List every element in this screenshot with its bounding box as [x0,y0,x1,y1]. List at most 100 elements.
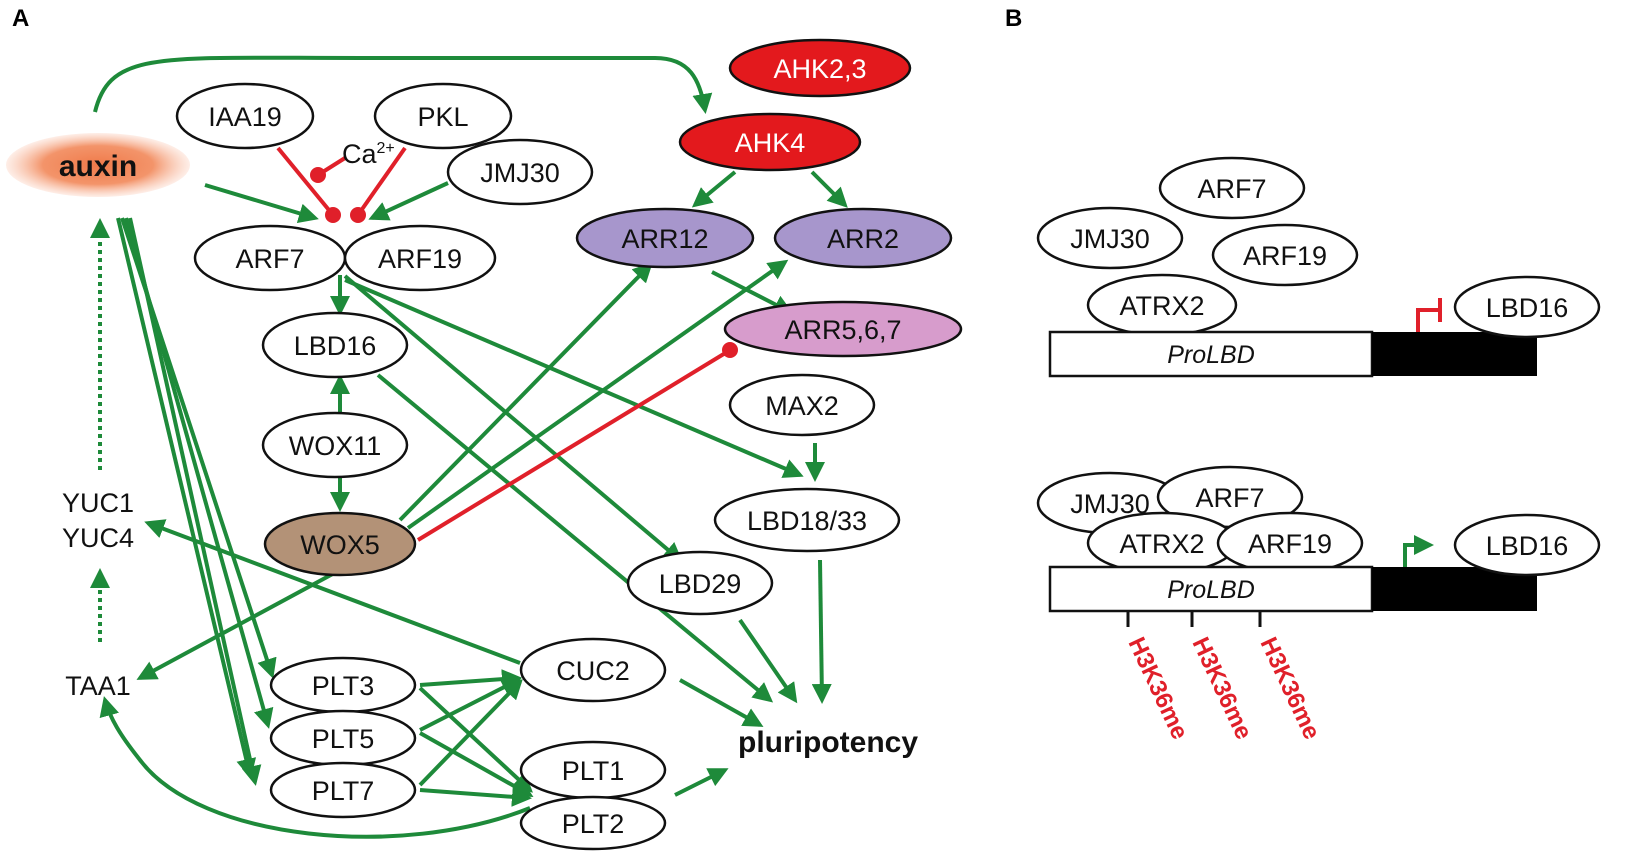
b-top-atrx2-label: ATRX2 [1119,291,1204,321]
b-top-lbd16-label: LBD16 [1486,293,1569,323]
node-plt1: PLT1 [519,740,667,800]
edge-cuc2-pluri [679,678,764,727]
b-top-arf7-label: ARF7 [1197,174,1266,204]
histone-mark-1: H3K36me [1123,633,1194,744]
b-top-repression-icon [1416,298,1442,332]
node-lbd29: LBD29 [626,550,774,616]
panel-b-label: B [1005,5,1022,32]
edge-cuc2-yuc [144,519,521,665]
auxin-blob [6,133,190,197]
ca-text: Ca [342,139,377,169]
auxin-label: auxin [59,150,137,183]
node-plt7-label: PLT7 [312,776,375,806]
edge-auxin-ahk4 [93,55,713,114]
node-wox5-label: WOX5 [300,530,380,560]
node-lbd1833: LBD18/33 [713,487,901,553]
edge-auxin-arf [204,183,319,223]
node-ahk23-label: AHK2,3 [773,54,866,84]
panel-a-edges [93,55,848,839]
edge-arf-lbd29 [343,274,684,563]
node-arf7: ARF7 [193,224,347,292]
edge-plt5-cuc2 [419,678,522,732]
ca-label: Ca2+ [342,139,395,169]
taa1-label: TAA1 [65,671,131,701]
node-arr12-label: ARR12 [621,224,708,254]
node-ahk23: AHK2,3 [728,38,912,98]
edge-lbd16-pluri [376,373,774,703]
ca-superscript: 2+ [377,140,395,157]
b-bot-arf7: ARF7 [1156,465,1304,529]
edge-auxin-plt-extra [116,217,257,779]
edge-plt7-plt2 [419,786,532,807]
node-iaa19: IAA19 [175,82,315,150]
b-bot-promoter-box [1048,565,1374,613]
b-bot-lbd16-label: LBD16 [1486,531,1569,561]
node-arr2-label: ARR2 [827,224,899,254]
edge-ahk4-arr2 [810,170,848,208]
node-lbd29-label: LBD29 [659,569,742,599]
b-bot-activation-icon [1403,535,1434,567]
node-cuc2: CUC2 [519,637,667,703]
node-plt1-label: PLT1 [562,756,625,786]
node-arf19-label: ARF19 [378,244,462,274]
edge-plt3-cuc2 [419,669,522,690]
histone-mark-2: H3K36me [1187,633,1258,744]
edge-arf-lbd1833 [344,278,804,478]
inh-ca-end [310,167,326,183]
node-ahk4-label: AHK4 [735,128,806,158]
node-iaa19-label: IAA19 [208,102,282,132]
histone-mark-3: H3K36me [1255,633,1326,744]
b-bot-atrx2: ATRX2 [1086,511,1238,575]
b-bot-arf19: ARF19 [1216,511,1364,575]
b-bot-arf7-label: ARF7 [1195,483,1264,513]
panel-b-bottom: JMJ30 ARF7 ATRX2 ARF19 ProLBD LBD16 H3K3… [1036,465,1601,744]
node-wox11: WOX11 [261,411,409,479]
b-bot-lbd16: LBD16 [1453,513,1601,577]
node-cuc2-label: CUC2 [556,656,630,686]
edge-plt7-cuc2 [418,679,523,787]
node-pkl: PKL [373,82,513,150]
edge-auxin-plt7 [128,217,262,786]
node-arr567-label: ARR5,6,7 [784,315,901,345]
pluripotency-label: pluripotency [738,726,918,759]
node-lbd1833-label: LBD18/33 [747,506,867,536]
edge-ahk4-arr12 [691,170,737,208]
inh-wox5-arr567-end [722,342,738,358]
node-arf7-label: ARF7 [235,244,304,274]
b-top-atrx2: ATRX2 [1086,273,1238,337]
node-jmj30: JMJ30 [446,138,594,206]
histone-mark-ticks [1126,611,1262,627]
node-wox5: WOX5 [263,511,417,577]
node-arf19: ARF19 [343,224,497,292]
node-arr2: ARR2 [773,207,953,269]
node-ahk4: AHK4 [678,112,862,172]
b-top-arf19-label: ARF19 [1243,241,1327,271]
inh-iaa19-arf [276,146,335,217]
node-plt3: PLT3 [269,656,417,714]
node-max2-label: MAX2 [765,391,839,421]
edge-plt-pluri [674,768,729,797]
inh-iaa19-arf-end [325,207,341,223]
node-plt2: PLT2 [519,795,667,851]
b-bot-atrx2-label: ATRX2 [1119,529,1204,559]
node-plt7: PLT7 [269,761,417,819]
edge-wox5-arr2 [406,259,789,530]
edge-plt2-taa1 [99,696,531,839]
node-plt3-label: PLT3 [312,671,375,701]
node-wox11-label: WOX11 [289,431,382,461]
b-top-jmj30: JMJ30 [1036,206,1184,270]
edge-plt3-plt2 [418,686,533,793]
b-top-arf19: ARF19 [1211,223,1359,287]
node-arr567: ARR5,6,7 [723,300,963,358]
node-lbd16-label: LBD16 [294,331,377,361]
panel-a-label: A [12,5,29,32]
b-top-jmj30-label: JMJ30 [1070,224,1150,254]
inh-wox5-arr567 [416,350,729,542]
edge-lbd1833-pluri [811,559,832,704]
edge-jmj30-arf [368,181,449,221]
edge-wox5-arr12 [398,262,653,522]
panel-a-inhibition [276,146,738,542]
b-top-arf7: ARF7 [1158,156,1306,220]
